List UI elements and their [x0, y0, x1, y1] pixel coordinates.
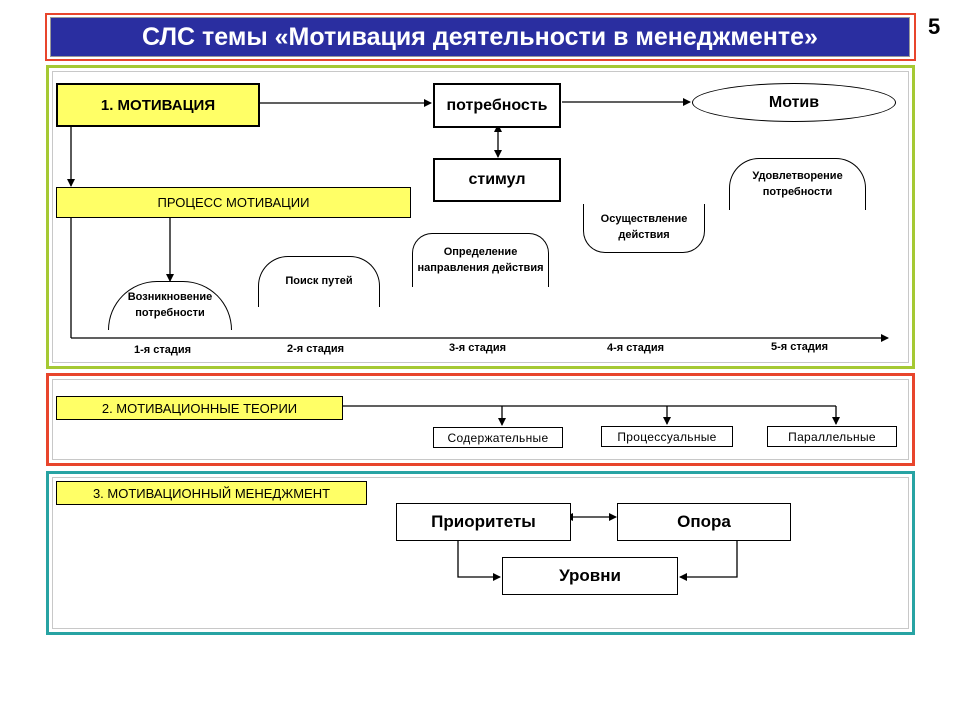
- stage-1-label: 1-я стадия: [134, 344, 192, 356]
- stage-4-label: 4-я стадия: [607, 342, 665, 354]
- stage-5-box: Удовлетворение потребности: [729, 158, 866, 210]
- stage-4-box: Осуществление действия: [583, 204, 705, 253]
- stage-3-box: Определение направления действия: [412, 233, 549, 287]
- theory-parallel: Параллельные: [767, 426, 897, 447]
- stimulus-box: стимул: [433, 158, 561, 202]
- levels-box: Уровни: [502, 557, 678, 595]
- need-box: потребность: [433, 83, 561, 128]
- arrow-support-levels: [679, 541, 738, 581]
- section-motivation-frame: [46, 65, 915, 369]
- section-management-frame: [46, 471, 915, 635]
- stage-2-box: Поиск путей: [258, 256, 380, 307]
- motivation-process-heading: ПРОЦЕСС МОТИВАЦИИ: [56, 187, 411, 218]
- page-title: СЛС темы «Мотивация деятельности в менед…: [50, 17, 910, 57]
- stage-2-label: 2-я стадия: [287, 343, 345, 355]
- theories-heading: 2. МОТИВАЦИОННЫЕ ТЕОРИИ: [56, 396, 343, 420]
- theory-content: Содержательные: [433, 427, 563, 448]
- motive-ellipse: Мотив: [692, 83, 896, 122]
- motivation-heading: 1. МОТИВАЦИЯ: [56, 83, 260, 127]
- stage-5-label: 5-я стадия: [771, 341, 829, 353]
- theory-process: Процессуальные: [601, 426, 733, 447]
- support-box: Опора: [617, 503, 791, 541]
- arrow-priorities-levels: [457, 541, 501, 581]
- priorities-box: Приоритеты: [396, 503, 571, 541]
- management-heading: 3. МОТИВАЦИОННЫЙ МЕНЕДЖМЕНТ: [56, 481, 367, 505]
- page-number: 5: [928, 14, 941, 39]
- section-theories-frame: [46, 373, 915, 466]
- stage-3-label: 3-я стадия: [449, 342, 507, 354]
